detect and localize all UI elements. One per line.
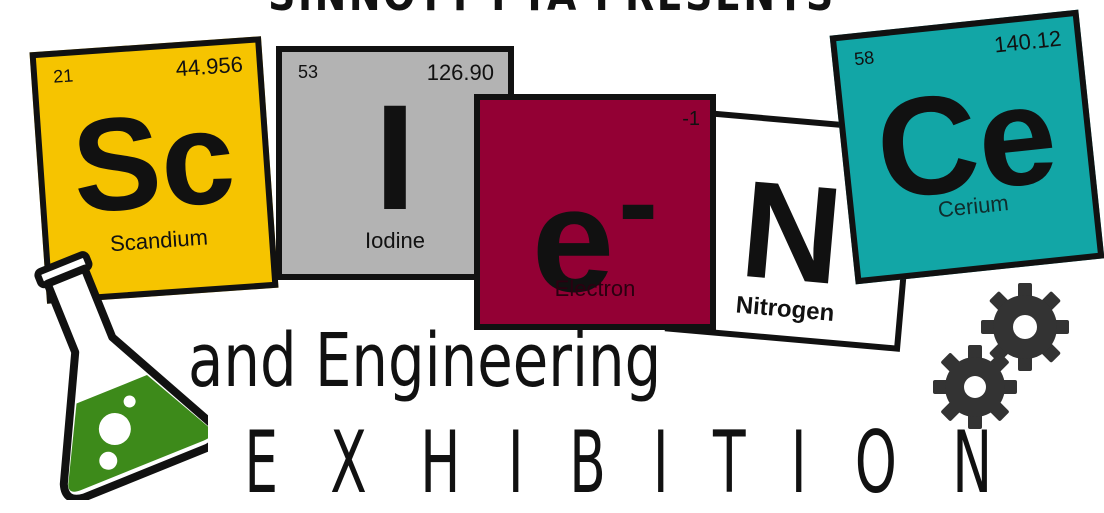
- exhibition-letter: T: [713, 413, 746, 513]
- header-title: SINNOTT PTA PRESENTS: [77, 0, 1026, 26]
- exhibition-letter: N: [951, 413, 992, 513]
- atomic-mass: 126.90: [426, 60, 494, 85]
- gears-icon: [933, 283, 1069, 429]
- exhibition-word: E X H I B I T I O N: [234, 420, 1004, 510]
- exhibition-letter: I: [790, 413, 807, 513]
- element-name: Iodine: [365, 228, 425, 253]
- exhibition-letter: E: [244, 413, 279, 513]
- symbol-letter: e: [531, 158, 615, 323]
- flask-icon: [34, 251, 208, 500]
- element-symbol: e-: [480, 142, 710, 315]
- atomic-mass: 44.956: [174, 51, 244, 82]
- element-tile-electron: -1 e- Electron: [474, 94, 716, 330]
- element-symbol: Sc: [67, 82, 240, 241]
- charge-value: -1: [682, 108, 700, 130]
- atomic-number: 58: [853, 47, 876, 70]
- element-symbol: I: [374, 73, 416, 241]
- element-tile-cerium: 58 140.12 Ce Cerium: [829, 9, 1104, 285]
- exhibition-letter: X: [329, 413, 367, 513]
- element-name: Electron: [554, 276, 636, 301]
- atomic-mass: 140.12: [992, 25, 1063, 58]
- atomic-number: 21: [52, 65, 74, 87]
- exhibition-letter: H: [420, 413, 461, 513]
- tagline-and-engineering: and Engineering: [188, 318, 662, 404]
- exhibition-letter: I: [507, 413, 524, 513]
- exhibition-letter: I: [652, 413, 669, 513]
- atomic-number: 53: [298, 62, 319, 82]
- exhibition-letter: B: [569, 413, 607, 513]
- symbol-superscript: -: [618, 135, 659, 269]
- exhibition-letter: O: [854, 413, 897, 513]
